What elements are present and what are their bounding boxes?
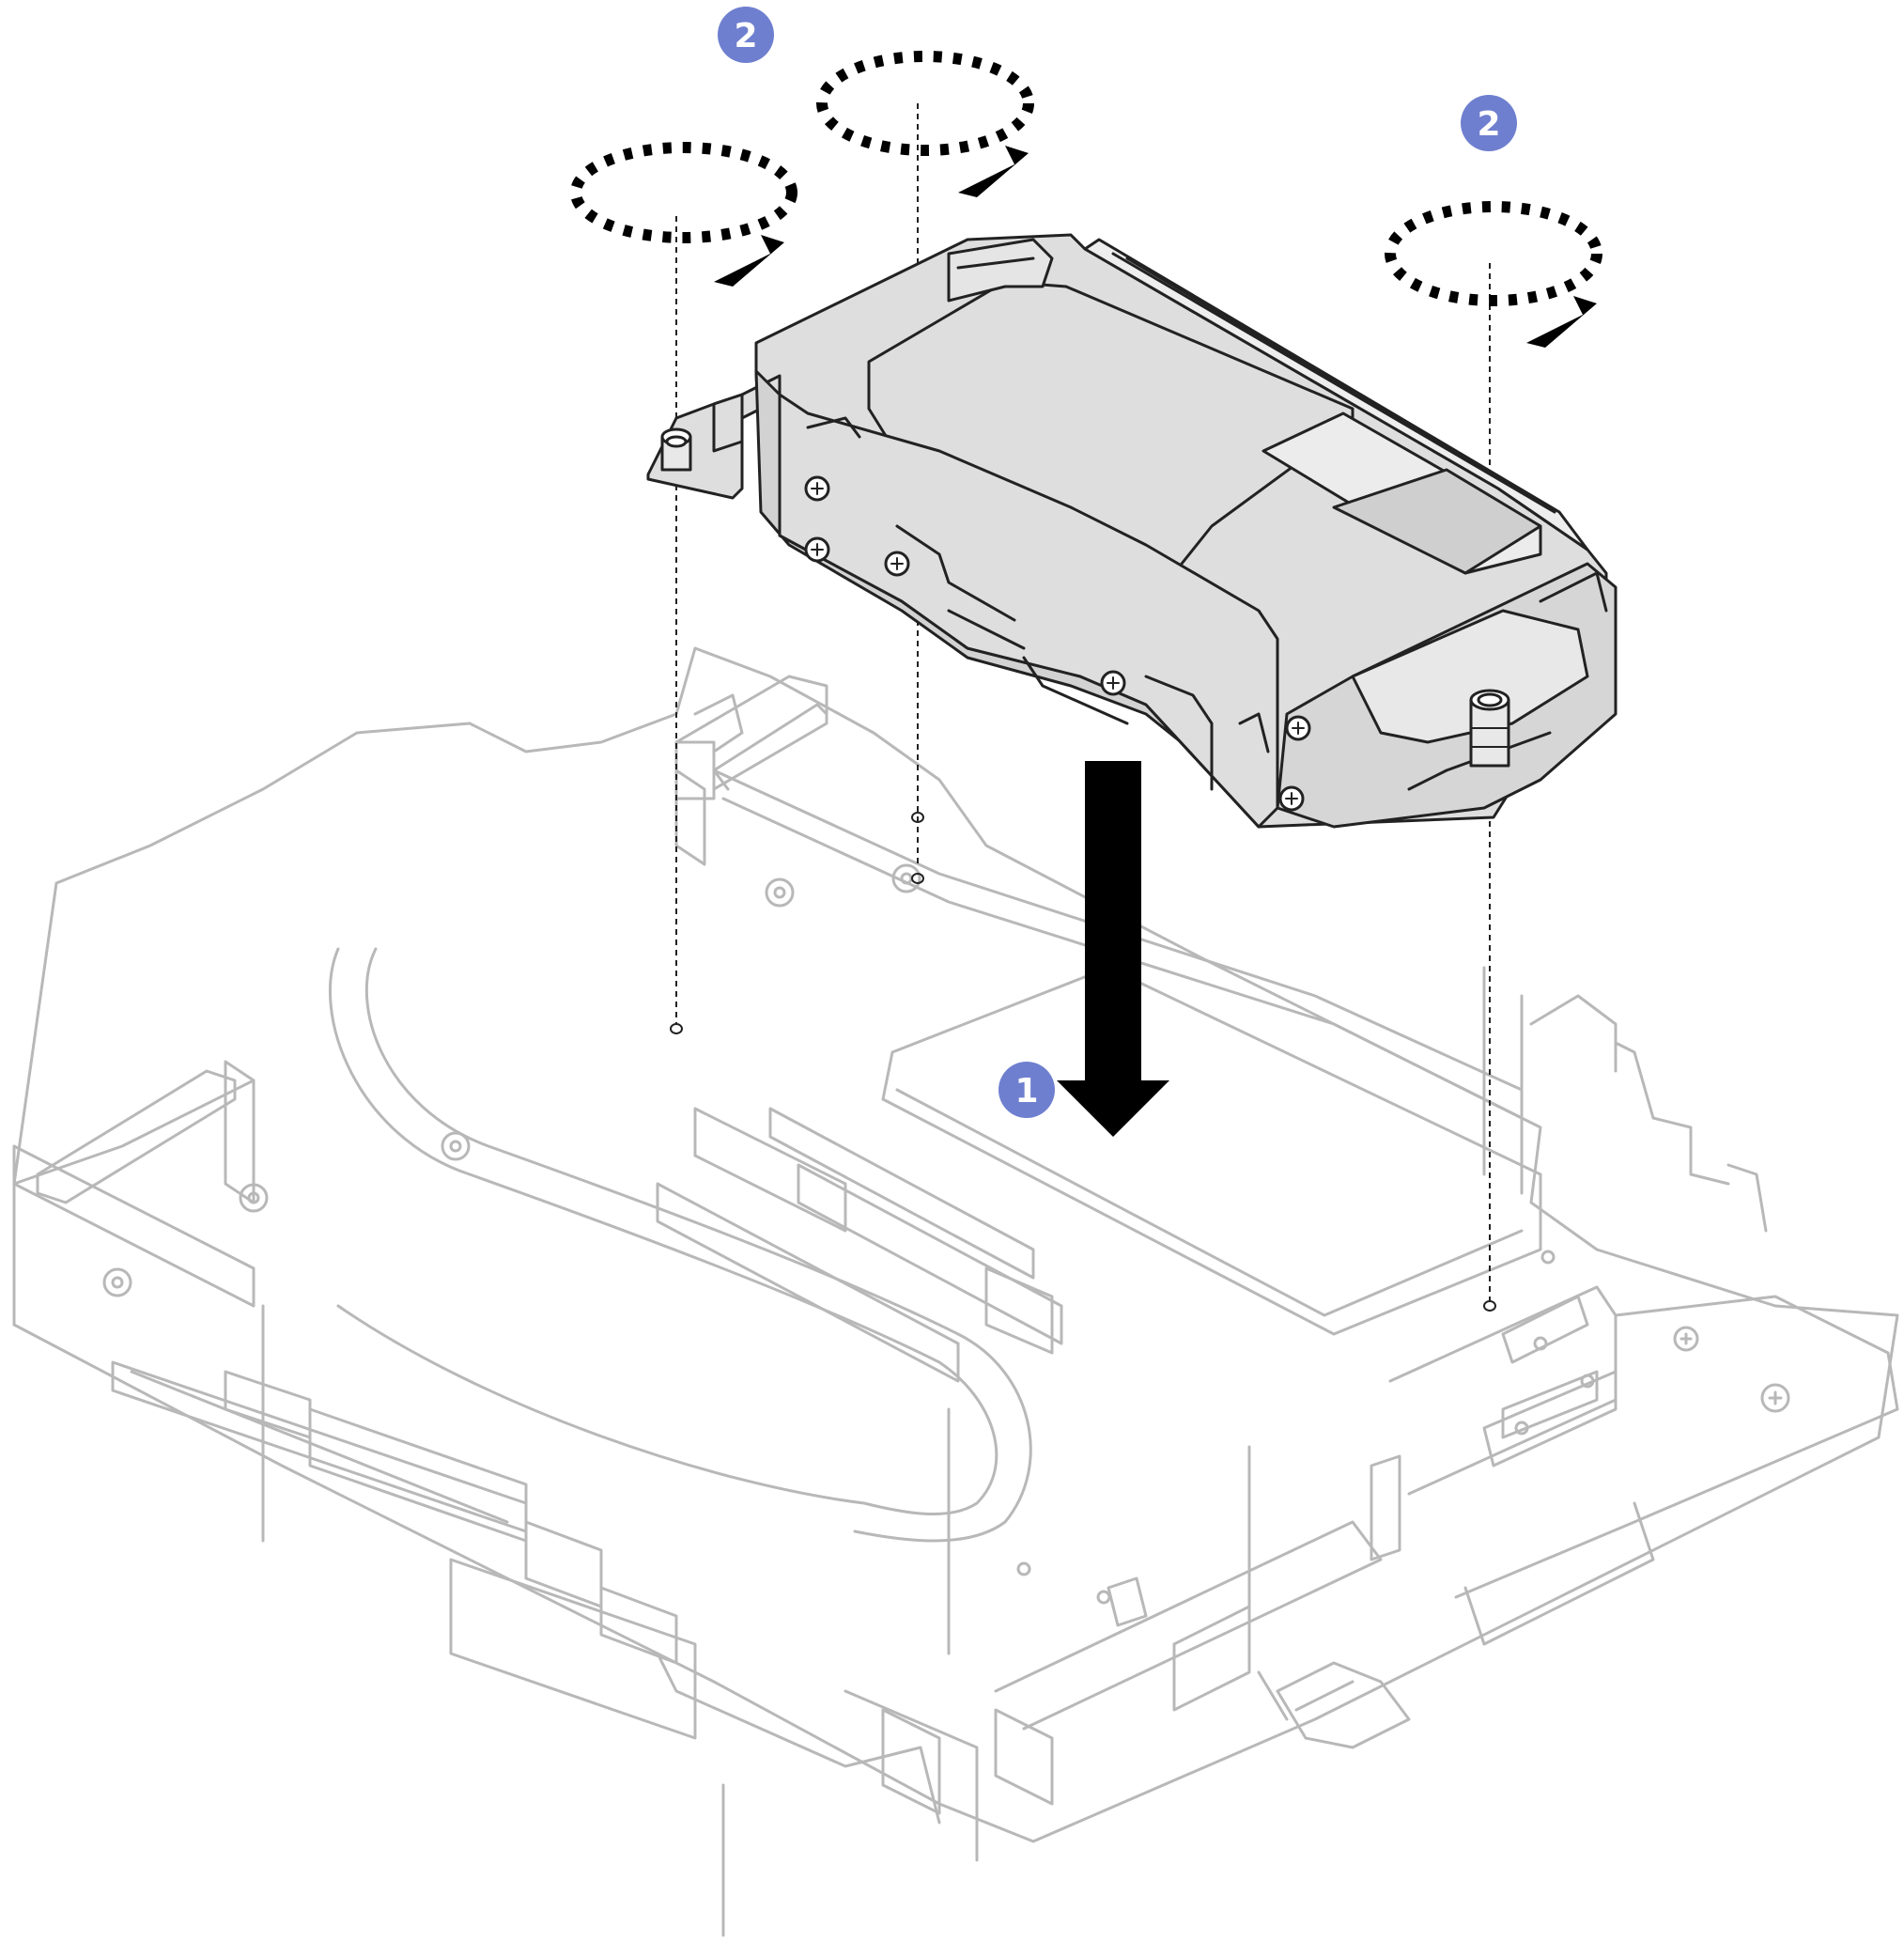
clockwise-rotate-icon (1385, 201, 1602, 348)
down-arrow-icon (1057, 761, 1169, 1137)
screw-icon (660, 427, 692, 472)
rotate-arrow-left (570, 142, 797, 287)
screw-holes (670, 812, 1496, 1312)
clockwise-rotate-icon (816, 51, 1034, 197)
callout-label: 2 (734, 17, 757, 55)
node-tray-background (12, 646, 1899, 1937)
drive-cage (646, 233, 1618, 829)
callout-step-1: 1 (998, 1062, 1055, 1118)
screw-icon (1469, 689, 1510, 768)
callout-label: 2 (1477, 105, 1500, 144)
rotate-arrow-middle (816, 51, 1034, 197)
clockwise-rotate-icon (570, 142, 797, 287)
rotate-arrow-right (1385, 201, 1602, 348)
callout-label: 1 (1014, 1072, 1038, 1110)
callout-step-2-left: 2 (718, 7, 774, 63)
callout-step-2-right: 2 (1461, 95, 1517, 151)
